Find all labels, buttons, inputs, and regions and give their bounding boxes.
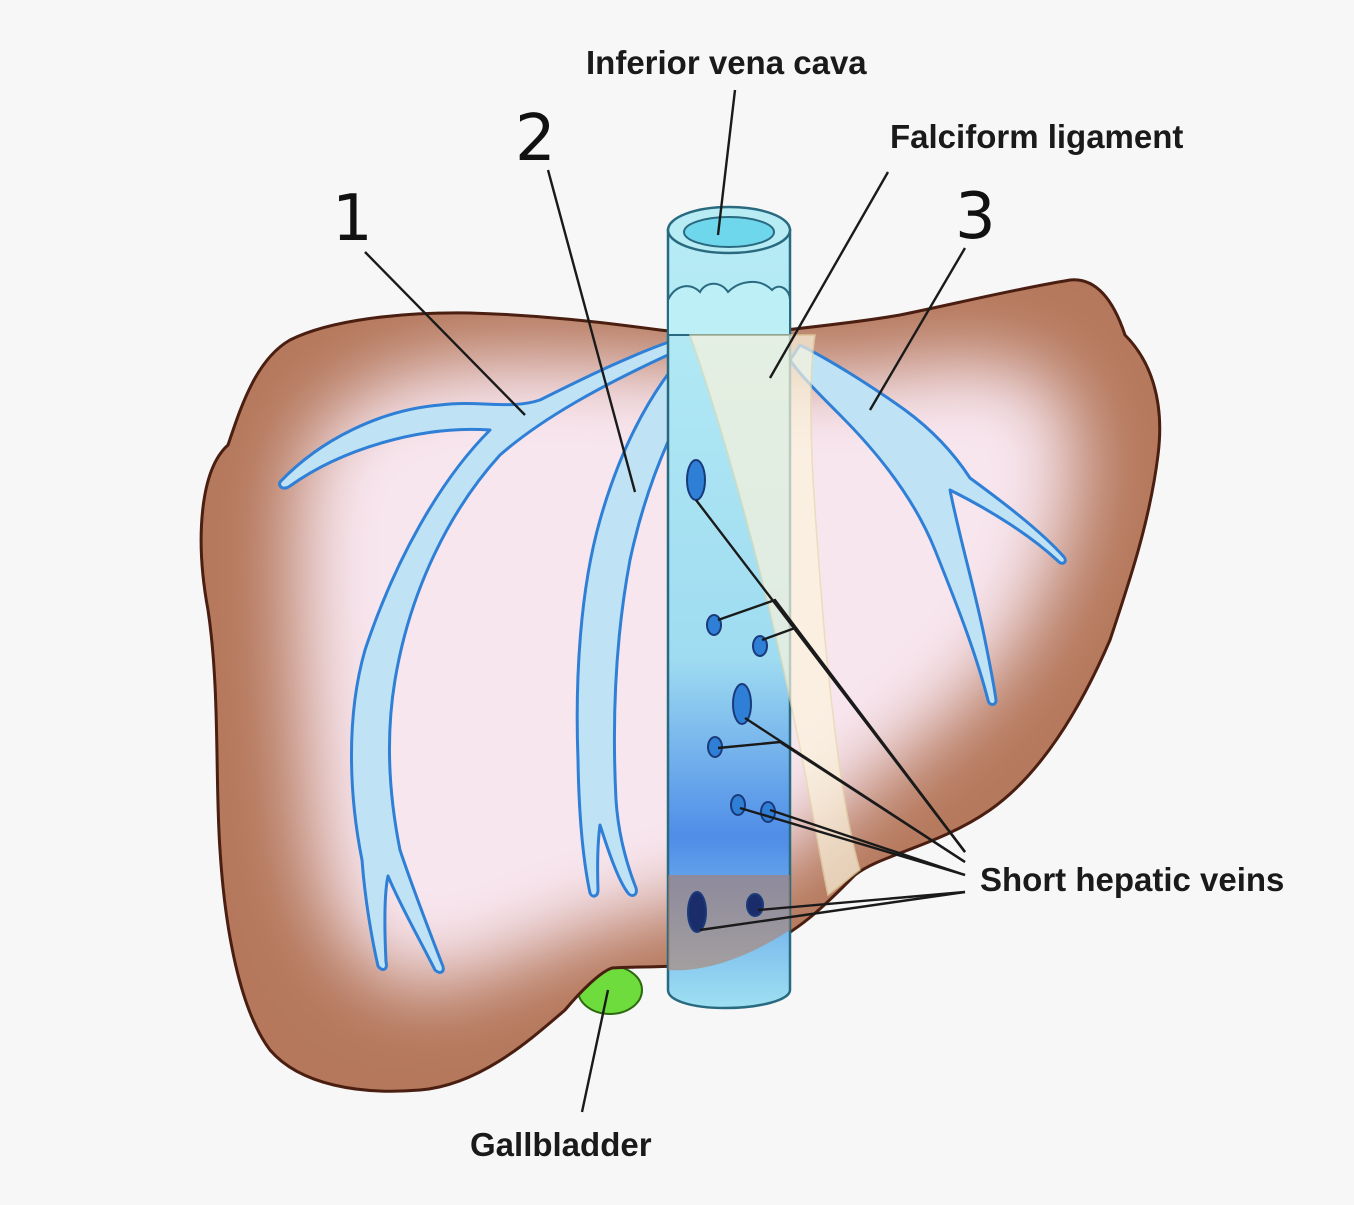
left-hepatic-vein <box>278 333 692 974</box>
right-hepatic-vein <box>788 343 1067 706</box>
hepatic-veins <box>278 333 1067 974</box>
number-label-1: 1 <box>332 182 373 256</box>
label-gallbladder: Gallbladder <box>470 1126 652 1163</box>
number-label-3: 3 <box>955 180 996 254</box>
label-inferior-vena-cava: Inferior vena cava <box>586 44 867 81</box>
label-short-hepatic-veins: Short hepatic veins <box>980 861 1284 898</box>
leader-lines <box>364 89 967 1113</box>
middle-hepatic-vein <box>575 343 737 898</box>
number-label-2: 2 <box>515 102 556 176</box>
falciform-ligament <box>688 334 861 897</box>
label-falciform-ligament: Falciform ligament <box>890 118 1183 155</box>
